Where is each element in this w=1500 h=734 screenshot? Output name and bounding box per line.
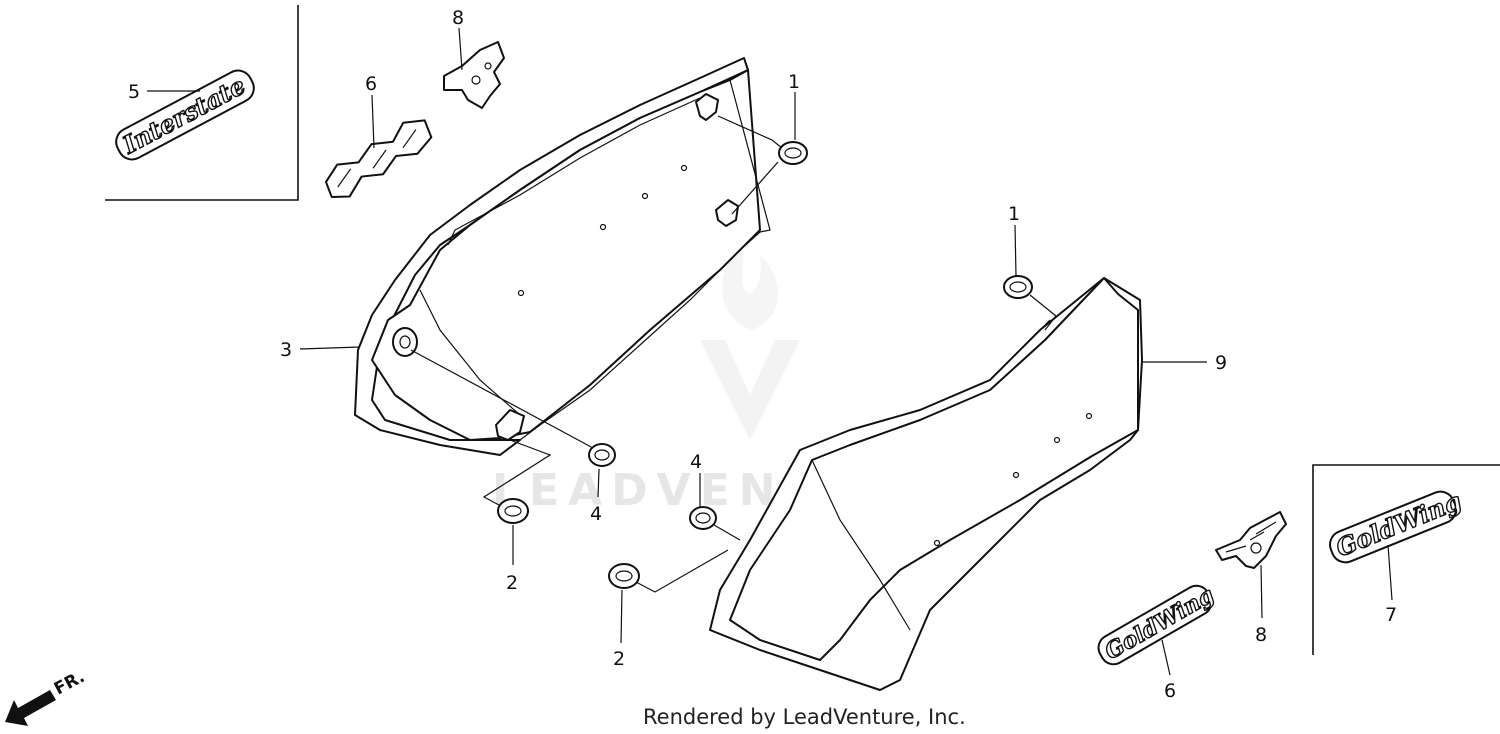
callout-8-bottom: 8 [1255,624,1267,646]
grommet-part-2-right [608,563,640,589]
assembly-lines [410,115,1057,593]
inset-frame-top-left [105,5,299,201]
callout-1-top: 1 [788,71,800,93]
callout-1-right: 1 [1008,203,1020,225]
emblem-part-6-bottom: GoldWing [1097,581,1219,666]
svg-text:GoldWing: GoldWing [1332,486,1466,562]
grommet-part-2-left [497,498,529,524]
watermark-logo [700,245,800,440]
callout-2-right: 2 [613,648,625,670]
callout-4-right: 4 [690,451,702,473]
footer-credit: Rendered by LeadVenture, Inc. [643,705,966,729]
callout-9: 9 [1215,352,1227,374]
callout-7: 7 [1385,604,1397,626]
callout-5: 5 [128,81,140,103]
emblem-part-6-top [324,119,433,198]
inset-frame-bottom-right [1312,464,1500,655]
callout-3: 3 [280,339,292,361]
front-direction-arrow-icon [5,690,56,726]
front-direction-label: FR. [51,667,88,699]
bracket-part-8-top [443,41,505,109]
emblem-part-7: GoldWing [1329,485,1466,564]
grommet-part-4-left [588,443,616,467]
grommet-part-1-top [778,141,808,165]
callout-8-top: 8 [452,7,464,29]
callout-2-left: 2 [506,572,518,594]
grommet-part-4-right [689,506,717,530]
bracket-part-8-bottom [1215,511,1287,569]
grommet-part-1-right [1003,275,1033,299]
side-cover-right-part-9 [709,277,1143,691]
svg-text:GoldWing: GoldWing [1101,582,1219,665]
callout-6-bottom: 6 [1164,680,1176,702]
side-cover-left-part-3 [354,57,771,456]
callout-6-top: 6 [365,73,377,95]
callout-leaders [147,27,1393,676]
callout-4-left: 4 [590,503,602,525]
